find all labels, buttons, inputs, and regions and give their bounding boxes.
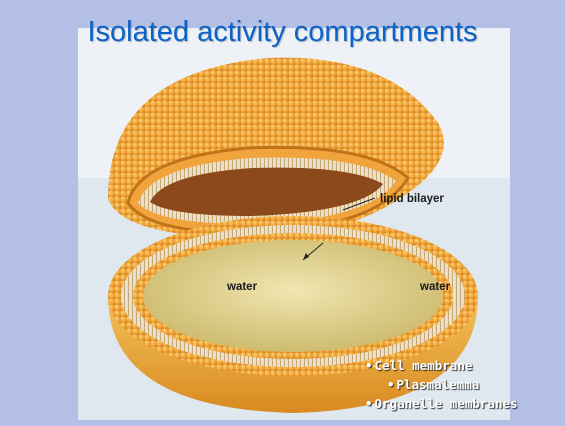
bullet-icon: • — [365, 396, 373, 411]
bullet-text: Organelle membranes — [375, 396, 518, 411]
bullet-item-plasmalemma: •Plasmalemma — [365, 375, 565, 394]
bullet-item-cell-membrane: •Cell membrane — [365, 356, 565, 375]
bullet-item-organelle-membranes: •Organelle membranes — [365, 394, 565, 413]
water-outside-label: water — [419, 281, 451, 293]
bullet-text: Plasmalemma — [397, 377, 480, 392]
bullet-list: •Cell membrane •Plasmalemma •Organelle m… — [365, 356, 565, 413]
bullet-text: Cell membrane — [375, 358, 473, 373]
slide-title: Isolated activity compartments — [0, 16, 565, 49]
bullet-icon: • — [365, 358, 373, 373]
bullet-icon: • — [387, 377, 395, 392]
water-inside-label: water — [226, 281, 258, 293]
lipid-bilayer-label: lipid bilayer — [380, 193, 444, 205]
